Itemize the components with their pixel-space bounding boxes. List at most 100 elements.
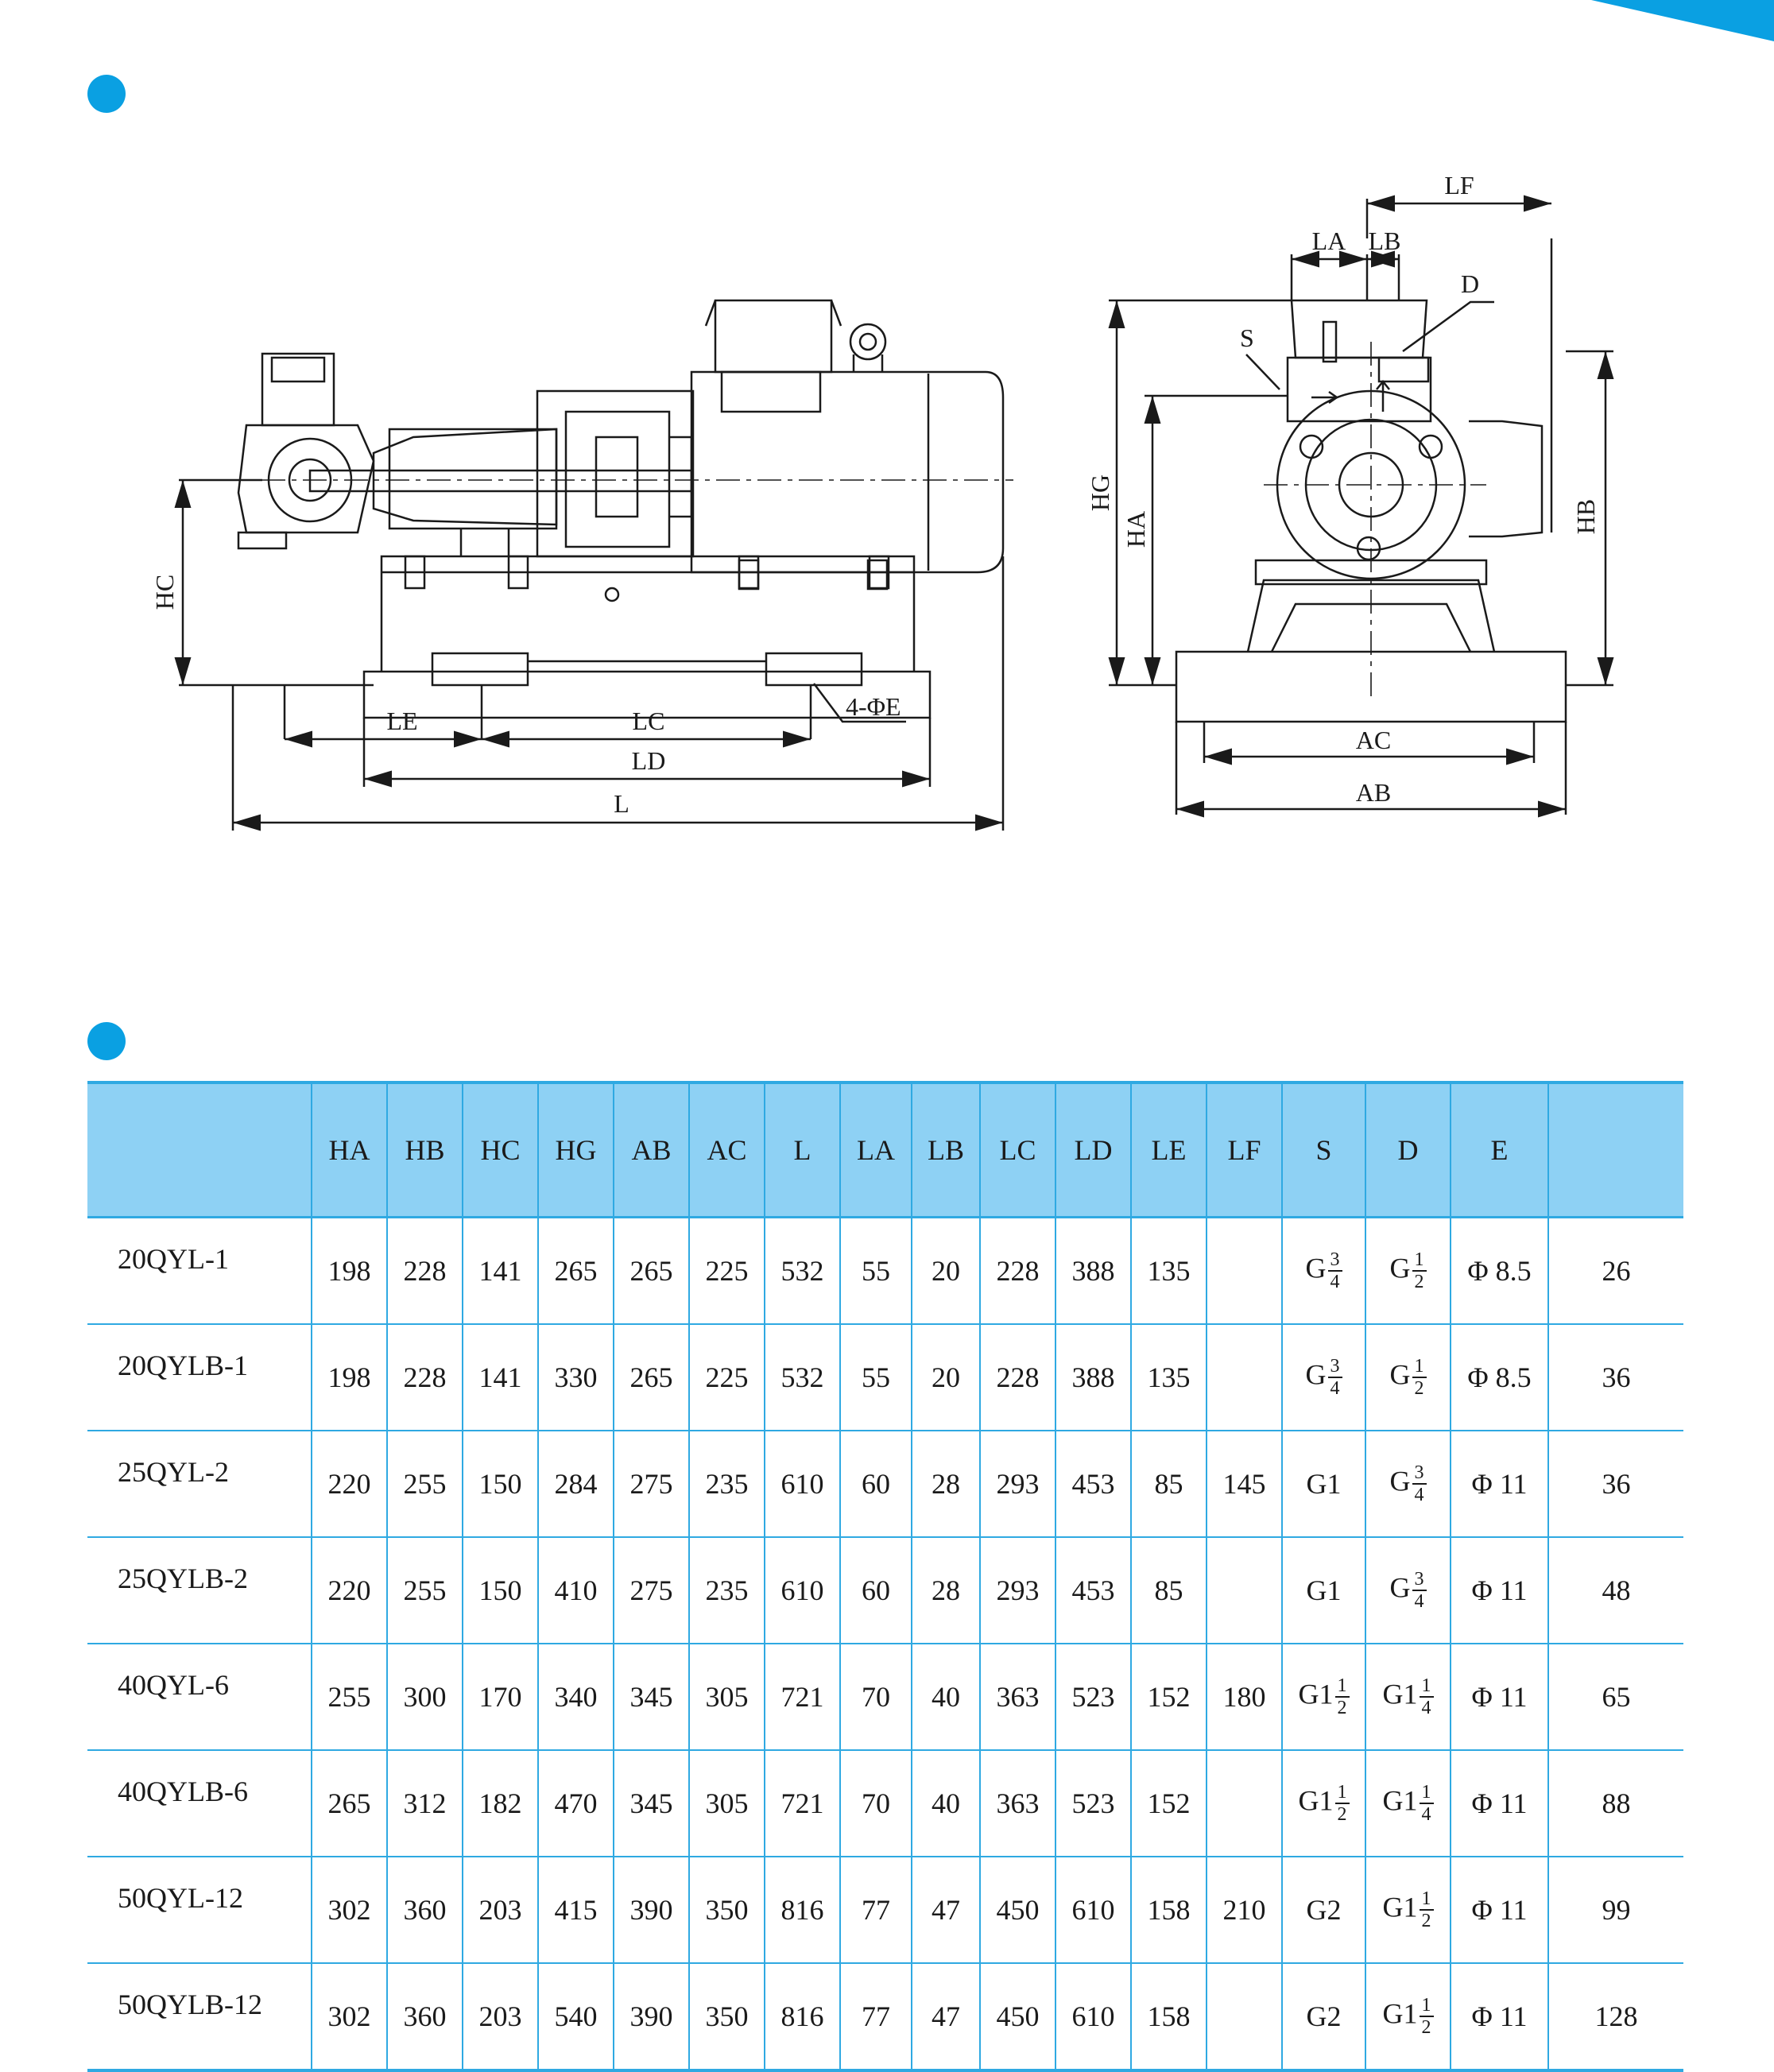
cell-le: 135 xyxy=(1130,1217,1207,1325)
cell-lb: 28 xyxy=(911,1537,980,1644)
cell-hb: 360 xyxy=(386,1857,463,1964)
cell-ac: 235 xyxy=(688,1431,765,1538)
cell-lb: 20 xyxy=(911,1217,980,1325)
cell-last: 26 xyxy=(1547,1217,1683,1325)
cell-la: 77 xyxy=(839,1963,912,2072)
dim-label-HG: HG xyxy=(1086,474,1114,511)
column-header: D xyxy=(1365,1081,1451,1218)
pump-dimension-drawing: HC LE LC LD L 4-ΦE LF LA LB D S HG HA HB… xyxy=(150,171,1614,831)
column-header: HB xyxy=(386,1081,463,1218)
cell-hb: 312 xyxy=(386,1750,463,1857)
thread-size: G1 xyxy=(1298,1678,1334,1710)
column-header: HA xyxy=(311,1081,387,1218)
thread-size: G xyxy=(1389,1358,1411,1391)
cell-e: Φ 11 xyxy=(1450,1963,1548,2072)
cell-le: 85 xyxy=(1130,1537,1207,1644)
cell-e: Φ 11 xyxy=(1450,1431,1548,1538)
cell-last: 36 xyxy=(1547,1431,1683,1538)
thread-size: G1 xyxy=(1382,1678,1418,1710)
cell-la: 70 xyxy=(839,1644,912,1751)
cell-la: 60 xyxy=(839,1431,912,1538)
model-name: 25QYL-2 xyxy=(87,1431,312,1538)
cell-e: Φ 11 xyxy=(1450,1537,1548,1644)
model-name: 50QYL-12 xyxy=(87,1857,312,1964)
cell-last: 65 xyxy=(1547,1644,1683,1751)
model-name: 25QYLB-2 xyxy=(87,1537,312,1644)
cell-la: 77 xyxy=(839,1857,912,1964)
dim-label-LE: LE xyxy=(386,707,417,735)
cell-ld: 453 xyxy=(1055,1431,1131,1538)
column-header: LD xyxy=(1055,1081,1131,1218)
cell-ha: 220 xyxy=(311,1537,387,1644)
cell-s: G2 xyxy=(1281,1857,1365,1964)
cell-hc: 150 xyxy=(462,1431,538,1538)
cell-hc: 170 xyxy=(462,1644,538,1751)
cell-le: 152 xyxy=(1130,1750,1207,1857)
cell-ld: 610 xyxy=(1055,1857,1131,1964)
cell-ac: 305 xyxy=(688,1750,765,1857)
cell-ab: 265 xyxy=(613,1324,689,1431)
cell-ld: 523 xyxy=(1055,1750,1131,1857)
cell-lb: 47 xyxy=(911,1857,980,1964)
cell-ab: 345 xyxy=(613,1750,689,1857)
cell-le: 135 xyxy=(1130,1324,1207,1431)
cell-ha: 265 xyxy=(311,1750,387,1857)
cell-le: 85 xyxy=(1130,1431,1207,1538)
model-name: 40QYLB-6 xyxy=(87,1750,312,1857)
cell-hb: 255 xyxy=(386,1537,463,1644)
thread-size: G1 xyxy=(1306,1574,1342,1606)
dim-label-hole: 4-ΦE xyxy=(846,692,901,721)
dim-label-D: D xyxy=(1461,269,1479,298)
column-header: HC xyxy=(462,1081,538,1218)
dim-label-AC: AC xyxy=(1356,726,1391,754)
dim-label-S: S xyxy=(1240,323,1254,352)
dim-label-HA: HA xyxy=(1121,511,1150,548)
cell-la: 70 xyxy=(839,1750,912,1857)
cell-ha: 302 xyxy=(311,1963,387,2072)
column-header: AC xyxy=(688,1081,765,1218)
section-dot xyxy=(87,75,126,113)
cell-s: G2 xyxy=(1281,1963,1365,2072)
thread-size: G1 xyxy=(1298,1784,1334,1817)
cell-lf xyxy=(1206,1217,1282,1325)
cell-hg: 284 xyxy=(537,1431,614,1538)
column-header: LA xyxy=(839,1081,912,1218)
dim-label-LC: LC xyxy=(633,707,665,735)
cell-s: G1 xyxy=(1281,1537,1365,1644)
cell-ha: 198 xyxy=(311,1217,387,1325)
cell-lb: 28 xyxy=(911,1431,980,1538)
cell-l: 816 xyxy=(764,1857,840,1964)
cell-last: 99 xyxy=(1547,1857,1683,1964)
cell-ab: 390 xyxy=(613,1857,689,1964)
cell-ac: 350 xyxy=(688,1857,765,1964)
cell-l: 721 xyxy=(764,1644,840,1751)
cell-l: 532 xyxy=(764,1324,840,1431)
cell-hc: 203 xyxy=(462,1857,538,1964)
side-view xyxy=(237,299,1005,719)
cell-ld: 388 xyxy=(1055,1217,1131,1325)
column-header xyxy=(1547,1081,1683,1218)
cell-hg: 410 xyxy=(537,1537,614,1644)
cell-l: 721 xyxy=(764,1750,840,1857)
cell-l: 816 xyxy=(764,1963,840,2072)
dim-label-LA: LA xyxy=(1312,227,1346,255)
dim-label-AB: AB xyxy=(1356,778,1391,807)
thread-size: G1 xyxy=(1306,1468,1342,1500)
cell-l: 610 xyxy=(764,1431,840,1538)
